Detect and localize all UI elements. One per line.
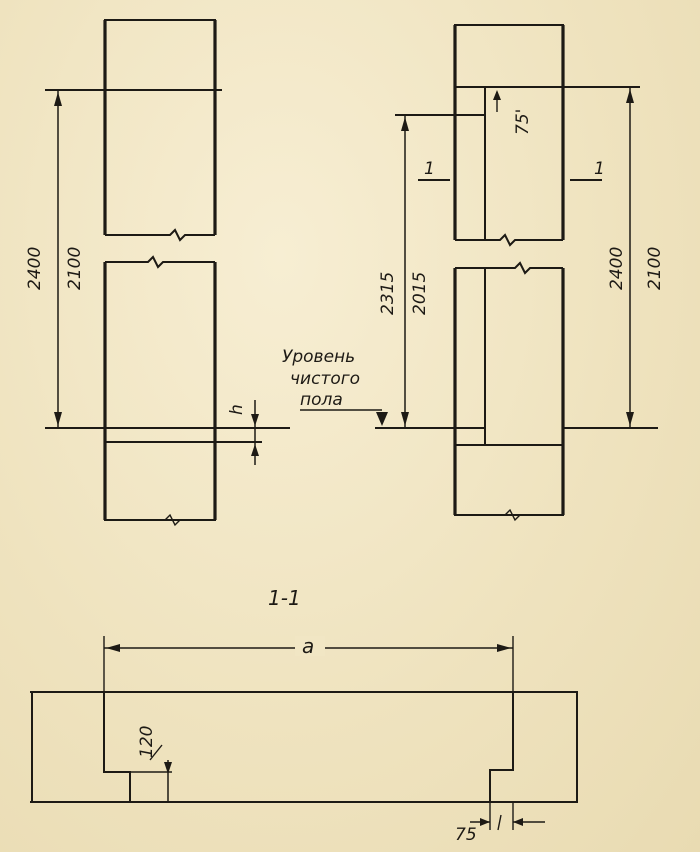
right-dim-2400: 2400 [607,247,627,290]
cut-mark-left: 1 [424,159,435,179]
floor-level-line2: чистого [290,369,360,389]
left-top-wall [104,19,216,91]
dim-a-label: a [302,634,314,658]
dim-75-label: 75 [455,825,477,845]
section-title: 1-1 [268,586,301,610]
floor-level-line3: пола [300,390,343,410]
h-label: h [227,404,247,415]
angle-75-label: 75' [513,109,533,135]
mid-dim-2015: 2015 [410,272,430,315]
left-elevation: 2400 2100 h [25,19,290,527]
left-bottom-wall [104,441,216,521]
left-dim-2400: 2400 [25,247,45,290]
right-dim-2100: 2100 [645,247,665,290]
left-section-wall [31,691,131,803]
right-top-wall [454,24,564,88]
cut-mark-right: 1 [594,159,605,179]
right-bottom-wall [454,444,564,516]
section-1-1: 1-1 a 120 75 [30,586,578,845]
dim-120-label: 120 [137,726,157,758]
left-dim-2100: 2100 [65,247,85,290]
right-section-wall [489,691,578,803]
mid-dim-2315: 2315 [378,272,398,315]
floor-level-line1: Уровень [282,347,355,367]
right-elevation: 75' 1 1 2315 2015 2400 2100 Уровень чист… [282,24,665,522]
